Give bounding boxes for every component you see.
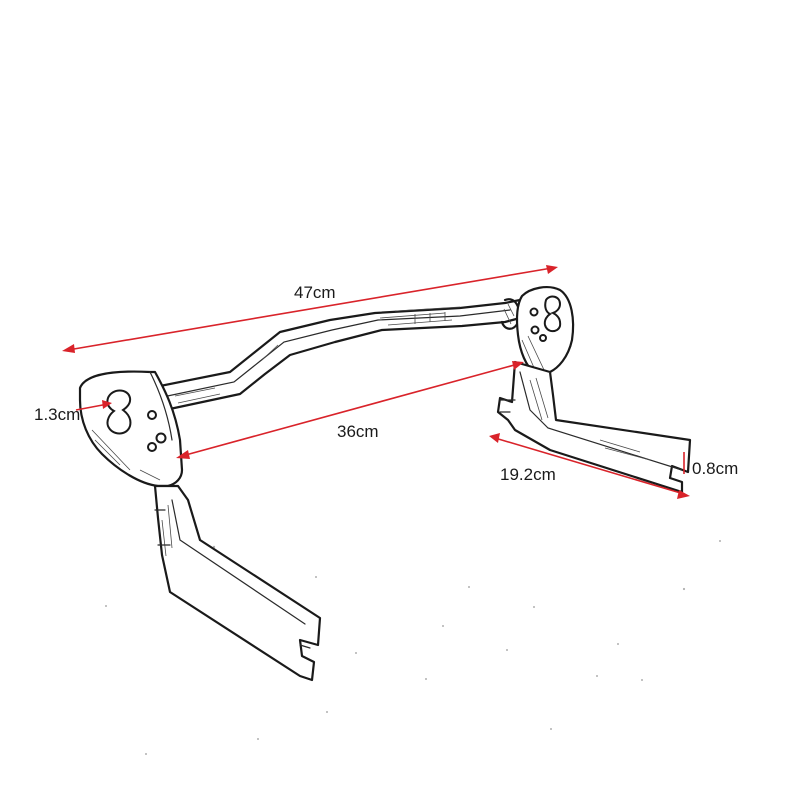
dim-label-slot-width: 1.3cm xyxy=(34,405,80,424)
dimension-1-3cm xyxy=(75,400,112,411)
left-leg xyxy=(153,484,322,682)
dim-label-inner-width: 36cm xyxy=(337,422,379,441)
dim-label-overall-width: 47cm xyxy=(294,283,336,302)
right-leg xyxy=(496,360,692,494)
dimension-19-2cm xyxy=(489,433,690,499)
dim-label-foot-thickness: 0.8cm xyxy=(692,459,738,478)
left-mount-plate xyxy=(78,370,184,488)
right-mount-plate xyxy=(515,286,575,376)
dimension-47cm xyxy=(62,265,558,353)
dimension-36cm xyxy=(176,361,524,459)
background-specks xyxy=(105,540,721,755)
cross-bar xyxy=(148,298,522,412)
dim-label-foot-length: 19.2cm xyxy=(500,465,556,484)
